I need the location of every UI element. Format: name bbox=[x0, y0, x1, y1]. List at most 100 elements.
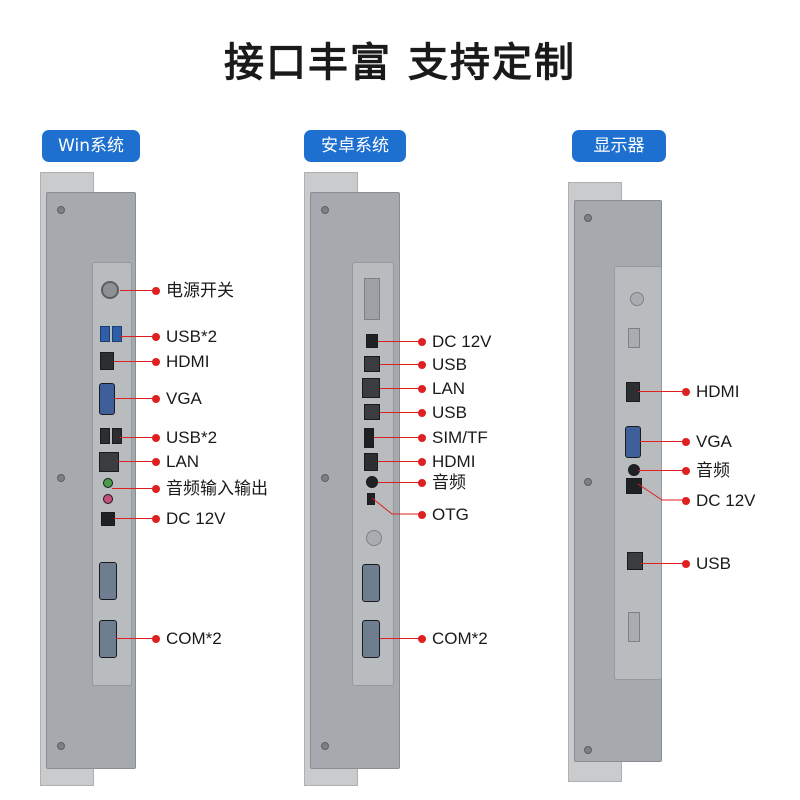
pointer-dot-icon bbox=[418, 360, 426, 369]
pointer-dot-icon bbox=[152, 484, 160, 493]
usb-port-icon bbox=[100, 428, 110, 444]
pointer-dot-icon bbox=[152, 394, 160, 403]
sim-tf-slot-icon bbox=[364, 428, 374, 448]
lan-port-icon bbox=[362, 378, 380, 398]
label-audio: 音频 bbox=[682, 461, 730, 481]
label-hdmi: HDMI bbox=[682, 382, 739, 402]
pointer-dot-icon bbox=[418, 510, 426, 519]
com-port-icon bbox=[362, 564, 380, 602]
dc-jack-icon bbox=[366, 334, 378, 348]
label-lan: LAN bbox=[152, 452, 199, 472]
label-audio: 音频 bbox=[418, 473, 466, 493]
page-title: 接口丰富 支持定制 bbox=[224, 40, 576, 86]
pointer-dot-icon bbox=[418, 337, 426, 346]
screw-icon bbox=[584, 746, 592, 754]
label-power-switch: 电源开关 bbox=[152, 281, 234, 301]
pointer-dot-icon bbox=[418, 433, 426, 442]
pointer-line bbox=[380, 412, 422, 413]
dc-jack-icon bbox=[101, 512, 115, 526]
pointer-line bbox=[120, 437, 156, 438]
usb-b-port-icon bbox=[627, 552, 643, 570]
usb-port-icon bbox=[364, 404, 380, 420]
pointer-dot-icon bbox=[418, 478, 426, 487]
label-hdmi: HDMI bbox=[152, 352, 209, 372]
pointer-line bbox=[640, 441, 686, 442]
pointer-dot-icon bbox=[152, 634, 160, 643]
pointer-line bbox=[378, 461, 422, 462]
pointer-line bbox=[116, 638, 156, 639]
label-usb-2: USB*2 bbox=[152, 327, 217, 347]
otg-port-icon bbox=[367, 493, 375, 505]
pointer-line bbox=[378, 341, 422, 342]
label-usb: USB bbox=[682, 554, 731, 574]
pointer-dot-icon bbox=[418, 457, 426, 466]
label-usb: USB bbox=[418, 355, 467, 375]
pointer-line bbox=[380, 364, 422, 365]
usb-port-icon bbox=[364, 356, 380, 372]
screw-icon bbox=[584, 478, 592, 486]
label-com-2: COM*2 bbox=[152, 629, 222, 649]
pointer-line bbox=[371, 497, 422, 515]
label-dc-12v: DC 12V bbox=[682, 491, 756, 511]
hdmi-port-icon bbox=[626, 382, 640, 402]
label-dc-12v: DC 12V bbox=[418, 332, 492, 352]
blank-cover-icon bbox=[364, 278, 380, 320]
android-port-panel bbox=[352, 262, 394, 686]
pointer-line bbox=[120, 336, 156, 337]
pointer-dot-icon bbox=[152, 457, 160, 466]
pointer-line bbox=[118, 461, 156, 462]
label-com-2: COM*2 bbox=[418, 629, 488, 649]
pointer-dot-icon bbox=[418, 384, 426, 393]
pointer-dot-icon bbox=[682, 437, 690, 446]
label-dc-12v: DC 12V bbox=[152, 509, 226, 529]
pointer-dot-icon bbox=[682, 466, 690, 475]
pointer-dot-icon bbox=[682, 496, 690, 505]
screw-icon bbox=[584, 214, 592, 222]
label-sim-tf: SIM/TF bbox=[418, 428, 488, 448]
pointer-line bbox=[112, 488, 156, 489]
tag-monitor: 显示器 bbox=[572, 130, 666, 162]
pointer-dot-icon bbox=[682, 387, 690, 396]
screw-icon bbox=[321, 206, 329, 214]
tag-win: Win系统 bbox=[42, 130, 140, 162]
pointer-dot-icon bbox=[152, 357, 160, 366]
com-port-icon bbox=[99, 562, 117, 600]
label-vga: VGA bbox=[682, 432, 732, 452]
pointer-line bbox=[638, 391, 686, 392]
pointer-dot-icon bbox=[418, 634, 426, 643]
vga-port-icon bbox=[99, 383, 115, 415]
label-usb-b: USB bbox=[418, 403, 467, 423]
pointer-line bbox=[374, 437, 422, 438]
pointer-dot-icon bbox=[152, 514, 160, 523]
label-hdmi: HDMI bbox=[418, 452, 475, 472]
tag-android: 安卓系统 bbox=[304, 130, 406, 162]
hdmi-port-icon bbox=[364, 453, 378, 471]
label-lan: LAN bbox=[418, 379, 465, 399]
usb-port-icon bbox=[100, 326, 110, 342]
usb-port-icon bbox=[112, 326, 122, 342]
pointer-line bbox=[114, 361, 156, 362]
usb-port-icon bbox=[112, 428, 122, 444]
screw-icon bbox=[57, 474, 65, 482]
screw-icon bbox=[57, 742, 65, 750]
pointer-line bbox=[380, 388, 422, 389]
label-usb-2b: USB*2 bbox=[152, 428, 217, 448]
label-otg: OTG bbox=[418, 505, 469, 525]
label-vga: VGA bbox=[152, 389, 202, 409]
pointer-dot-icon bbox=[418, 408, 426, 417]
blank-hole-icon bbox=[630, 292, 644, 306]
com-port-icon bbox=[362, 620, 380, 658]
power-button-icon bbox=[101, 281, 119, 299]
pointer-dot-icon bbox=[152, 433, 160, 442]
com-port-icon bbox=[99, 620, 117, 658]
audio-out-icon bbox=[103, 478, 113, 488]
pointer-line bbox=[637, 483, 686, 501]
screw-icon bbox=[321, 742, 329, 750]
pointer-line bbox=[114, 398, 156, 399]
audio-in-icon bbox=[103, 494, 113, 504]
vga-port-icon bbox=[625, 426, 641, 458]
pointer-line bbox=[114, 518, 156, 519]
pointer-dot-icon bbox=[152, 332, 160, 341]
label-audio-io: 音频输入输出 bbox=[152, 479, 268, 499]
screw-icon bbox=[321, 474, 329, 482]
